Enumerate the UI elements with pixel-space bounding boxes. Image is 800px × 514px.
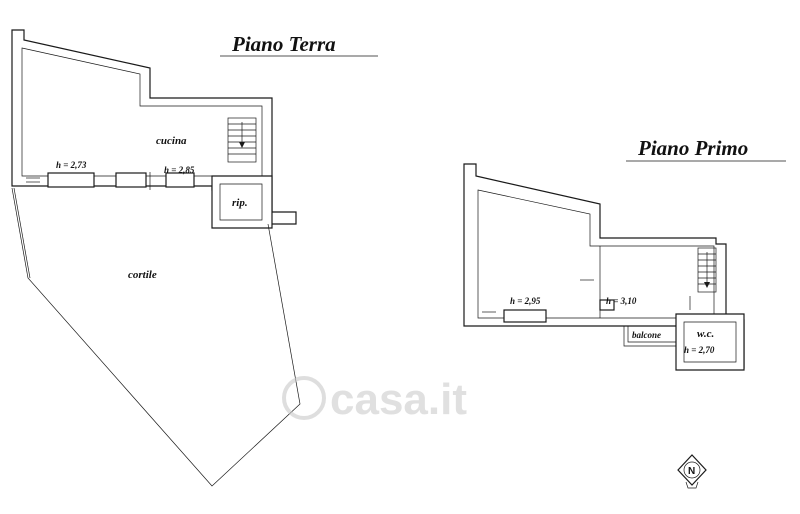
- wc-room-wall: [675, 313, 745, 371]
- watermark-text: casa.it: [330, 375, 467, 424]
- ground-floor-stairs: [227, 117, 257, 163]
- courtyard-outline: [11, 187, 301, 487]
- first-floor-plan: Piano Primo h = 2,95 h = 3,10 balcone w.…: [463, 136, 786, 371]
- first-floor-height-right: h = 3,10: [606, 296, 637, 306]
- first-floor-title: Piano Primo: [637, 136, 748, 160]
- storage-room-wall: [211, 175, 273, 229]
- compass-north-label: N: [688, 466, 695, 477]
- north-compass: N: [677, 454, 707, 489]
- compass-body: [677, 454, 707, 486]
- wc-label: w.c.: [697, 328, 714, 340]
- first-floor-windows: [482, 279, 691, 323]
- ground-floor-title: Piano Terra: [231, 32, 336, 56]
- ground-floor-windows: [26, 172, 195, 190]
- kitchen-height-right: h = 2,85: [164, 165, 195, 175]
- courtyard-label: cortile: [128, 269, 157, 281]
- watermark: casa.it: [282, 375, 467, 424]
- storage-room-inner: [219, 183, 263, 221]
- balcony-label: balcone: [632, 330, 661, 340]
- storage-label: rip.: [232, 197, 248, 209]
- wc-height: h = 2,70: [684, 345, 715, 355]
- ground-floor-plan: Piano Terra cucina h = 2,73 h = 2,85 rip…: [11, 29, 378, 487]
- balcony-outline: [627, 326, 676, 343]
- kitchen-height-left: h = 2,73: [56, 160, 87, 170]
- wc-room-inner: [683, 321, 737, 363]
- first-floor-stairs: [697, 247, 717, 293]
- first-floor-height-left: h = 2,95: [510, 296, 541, 306]
- kitchen-label: cucina: [156, 135, 187, 147]
- first-floor-inner-wall: [477, 189, 715, 319]
